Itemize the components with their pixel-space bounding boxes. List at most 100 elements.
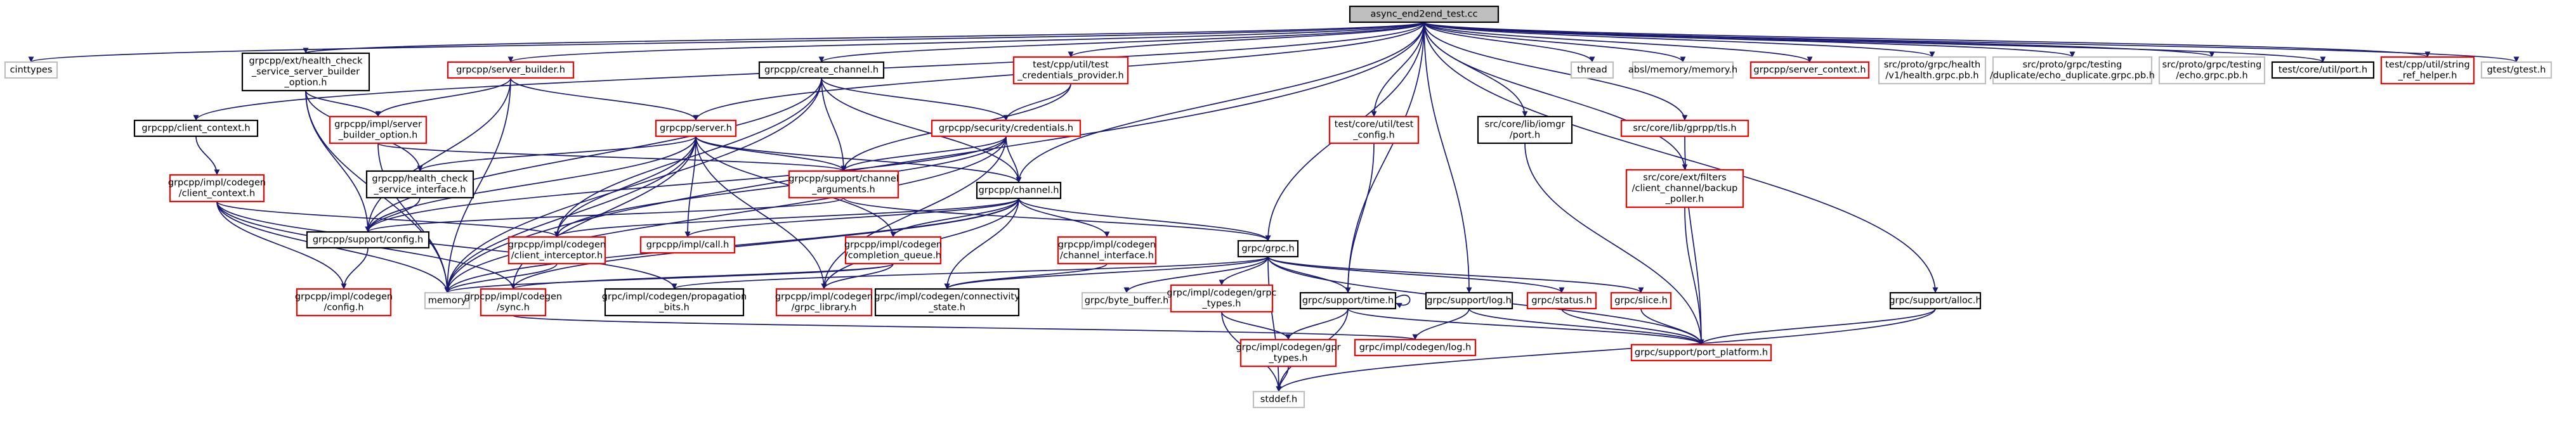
node-channel-interface[interactable]: grpcpp/impl/codegen/channel_interface.h	[1057, 236, 1157, 265]
node-health-pb[interactable]: src/proto/grpc/health/v1/health.grpc.pb.…	[1878, 56, 1987, 85]
node-status-h[interactable]: grpc/status.h	[1526, 291, 1597, 310]
edge-create-channel-to-support-config	[365, 77, 822, 233]
node-label: _config.h	[1352, 131, 1394, 141]
edge	[821, 136, 1007, 290]
node-client-interceptor[interactable]: grpcpp/impl/codegen/client_interceptor.h	[508, 236, 606, 265]
node-label: _poller.h	[1665, 195, 1704, 205]
node-label: grpc/status.h	[1531, 296, 1592, 306]
edge-root-to-test-config	[1371, 22, 1425, 117]
node-server-h[interactable]: grpcpp/server.h	[655, 119, 737, 138]
node-codegen-log[interactable]: grpc/impl/codegen/log.h	[1354, 338, 1477, 357]
node-label: /grpc_library.h	[792, 303, 857, 313]
edge-test-config-to-support-time	[1345, 143, 1375, 293]
node-box	[447, 61, 575, 79]
node-codegen-client-ctx[interactable]: grpcpp/impl/codegen/client_context.h	[168, 174, 266, 203]
node-server-builder[interactable]: grpcpp/server_builder.h	[447, 61, 575, 79]
edge	[29, 22, 1425, 63]
node-client-context[interactable]: grpcpp/client_context.h	[133, 119, 259, 138]
edge	[1423, 22, 2215, 58]
node-hc-interface[interactable]: grpcpp/health_check_service_interface.h	[365, 170, 474, 199]
edge-root-to-health-pb	[1423, 22, 1935, 58]
edge	[375, 77, 511, 117]
node-gtest[interactable]: gtest/gtest.h	[2480, 61, 2553, 79]
node-box	[2158, 56, 2266, 85]
node-iomgr-port[interactable]: src/core/lib/iomgr/port.h	[1477, 115, 1573, 144]
edge-grpc-h-to-slice-h	[1267, 256, 1644, 293]
node-label: grpcpp/security/credentials.h	[939, 124, 1073, 134]
node-support-config[interactable]: grpcpp/support/config.h	[306, 231, 430, 249]
edge	[1423, 22, 1595, 63]
node-box	[2271, 61, 2375, 79]
node-echo-pb[interactable]: src/proto/grpc/testing/echo.grpc.pb.h	[2158, 56, 2266, 85]
node-impl-server-builder-opt[interactable]: grpcpp/impl/server_builder_option.h	[329, 115, 428, 144]
node-codegen-config[interactable]: grpcpp/impl/codegen/config.h	[295, 288, 393, 317]
edge	[341, 247, 369, 290]
node-stddef[interactable]: stddef.h	[1252, 390, 1305, 409]
node-label: _builder_option.h	[338, 131, 418, 141]
edge	[1347, 308, 1704, 345]
node-byte-buffer[interactable]: grpc/byte_buffer.h	[1081, 291, 1172, 310]
node-box	[1477, 115, 1573, 144]
node-support-log[interactable]: grpc/support/log.h	[1425, 291, 1514, 310]
edge	[1267, 256, 1565, 293]
node-label: /config.h	[324, 303, 363, 313]
node-test-config[interactable]: test/core/util/test_config.h	[1328, 115, 1420, 144]
node-gpr-tls[interactable]: src/core/lib/gprpp/tls.h	[1620, 119, 1749, 138]
edge	[1423, 22, 2326, 63]
node-box	[1299, 291, 1397, 310]
node-label: grpc/support/port_platform.h	[1635, 348, 1768, 358]
node-grpc-library[interactable]: grpcpp/impl/codegen/grpc_library.h	[775, 288, 873, 317]
node-label: test/cpp/util/test	[1033, 60, 1109, 70]
node-test-port[interactable]: test/core/util/port.h	[2271, 61, 2375, 79]
node-grpc-types[interactable]: grpc/impl/codegen/grpc_types.h	[1167, 284, 1277, 313]
node-support-time[interactable]: grpc/support/time.h	[1299, 291, 1397, 310]
node-cred-provider[interactable]: test/cpp/util/test_credentials_provider.…	[1012, 56, 1129, 85]
node-dup-echo-pb[interactable]: src/proto/grpc/testing/duplicate/echo_du…	[1990, 56, 2155, 85]
edge	[944, 263, 1108, 290]
node-channel-h[interactable]: grpcpp/channel.h	[976, 181, 1062, 200]
node-connectivity-state[interactable]: grpc/impl/codegen/connectivity_state.h	[874, 288, 1020, 317]
node-gpr-types[interactable]: grpc/impl/codegen/gpr_types.h	[1236, 338, 1341, 368]
node-codegen-sync[interactable]: grpcpp/impl/codegen/sync.h	[464, 288, 562, 317]
node-grpc-h[interactable]: grpc/grpc.h	[1237, 240, 1299, 258]
edge-root-to-gtest	[1423, 22, 2519, 63]
edge	[695, 136, 1022, 183]
node-propagation-bits[interactable]: grpc/impl/codegen/propagation_bits.h	[602, 288, 747, 317]
node-root[interactable]: async_end2end_test.cc	[1349, 5, 1500, 23]
node-absl-memory[interactable]: absl/memory/memory.h	[1628, 61, 1737, 79]
edge-channel-h-to-impl-call	[684, 198, 1019, 238]
node-label: grpc/support/alloc.h	[1889, 296, 1981, 306]
node-impl-call[interactable]: grpcpp/impl/call.h	[639, 236, 736, 254]
node-server-context[interactable]: grpcpp/server_context.h	[1749, 61, 1870, 79]
node-credentials[interactable]: grpcpp/security/credentials.h	[931, 119, 1082, 138]
node-cinttypes[interactable]: cinttypes	[4, 61, 58, 79]
node-port-platform[interactable]: grpc/support/port_platform.h	[1630, 343, 1772, 362]
node-label: grpcpp/support/config.h	[313, 235, 423, 245]
edge-codegen-client-ctx-to-codegen-config	[216, 201, 347, 290]
edge	[554, 198, 1019, 238]
node-string-ref[interactable]: test/cpp/util/string_ref_helper.h	[2380, 56, 2475, 85]
node-backup-poller[interactable]: src/core/ext/filters/client_channel/back…	[1625, 169, 1744, 208]
node-hc-builder[interactable]: grpcpp/ext/health_check_service_server_b…	[241, 52, 370, 92]
edge-root-to-backup-poller	[1423, 22, 1688, 170]
edge	[377, 143, 847, 172]
node-slice-h[interactable]: grpc/slice.h	[1610, 291, 1672, 310]
node-label: test/cpp/util/string	[2385, 60, 2469, 70]
node-create-channel[interactable]: grpcpp/create_channel.h	[758, 61, 885, 79]
node-thread[interactable]: thread	[1570, 61, 1614, 79]
node-box	[1610, 291, 1672, 310]
node-memory[interactable]: memory	[424, 291, 471, 310]
node-label: /echo.grpc.pb.h	[2176, 71, 2247, 81]
edge	[365, 197, 421, 233]
node-box	[306, 231, 430, 249]
node-label: grpc/impl/codegen/connectivity	[874, 292, 1020, 302]
edge-support-alloc-to-port-platform	[1698, 308, 1936, 345]
node-support-alloc[interactable]: grpc/support/alloc.h	[1889, 291, 1982, 310]
edge	[510, 77, 699, 121]
node-label: src/core/ext/filters	[1643, 173, 1726, 183]
edge-root-to-server-context	[1423, 22, 1813, 63]
edge-hc-builder-to-impl-server-builder-opt	[305, 90, 381, 117]
node-channel-args[interactable]: grpcpp/support/channel_arguments.h	[788, 170, 899, 199]
edge	[1371, 22, 1425, 117]
node-completion-queue[interactable]: grpcpp/impl/codegen/completion_queue.h	[844, 236, 942, 265]
